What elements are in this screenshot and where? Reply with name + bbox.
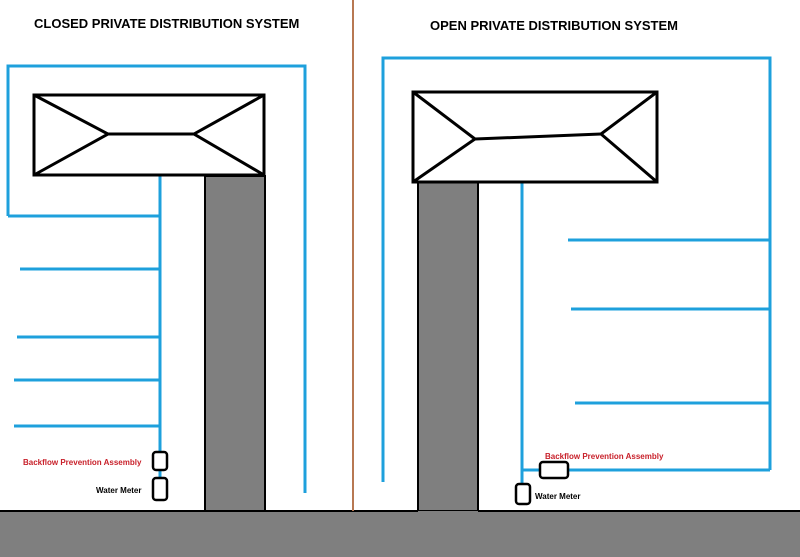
meter-label-left: Water Meter <box>96 486 142 495</box>
pipe-loop-left <box>6 64 307 493</box>
open-system-pipes <box>381 56 772 484</box>
building-right-ridge <box>474 132 602 141</box>
open-system-title: OPEN PRIVATE DISTRIBUTION SYSTEM <box>430 18 678 33</box>
closed-system-title: CLOSED PRIVATE DISTRIBUTION SYSTEM <box>34 16 299 31</box>
road-left-driveway <box>204 175 266 512</box>
meter-label-right: Water Meter <box>535 492 581 501</box>
backflow-label-left: Backflow Prevention Assembly <box>23 458 142 467</box>
backflow-label-right: Backflow Prevention Assembly <box>545 452 664 461</box>
building-right-outline <box>411 90 659 184</box>
building-right <box>411 90 659 184</box>
road-right-driveway <box>417 181 479 512</box>
main-street <box>0 511 800 557</box>
backflow-device-left <box>151 450 169 472</box>
water-meter-right <box>514 482 532 506</box>
road-network <box>0 175 800 557</box>
water-meter-left <box>151 476 169 502</box>
building-left <box>32 93 266 177</box>
closed-system-pipes <box>6 64 307 493</box>
backflow-device-right <box>538 460 570 480</box>
pipe-main-right <box>381 56 772 482</box>
